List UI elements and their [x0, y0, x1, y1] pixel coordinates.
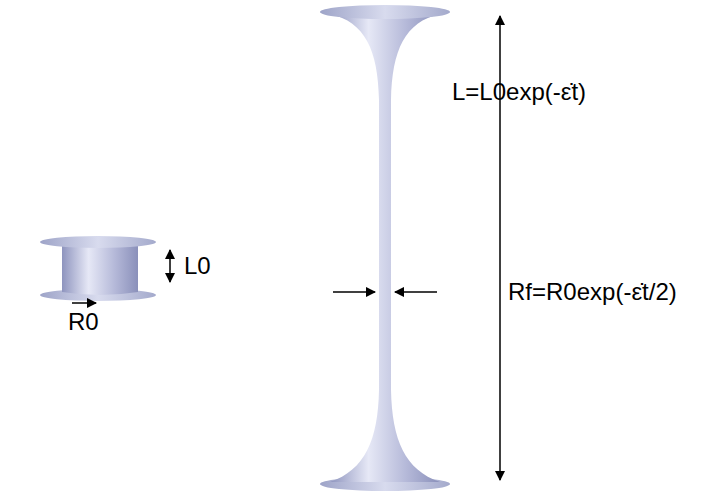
stretched-filament [320, 5, 450, 491]
radius-arrow [395, 291, 437, 293]
vector-arrow [72, 302, 96, 304]
initial-sample [40, 236, 156, 301]
top-plate [320, 5, 450, 19]
dimension-label: R0 [68, 309, 99, 335]
top-plate [40, 236, 156, 248]
dimension-label: L=L0exp(-ε̇t) [452, 79, 586, 105]
filament [330, 14, 440, 482]
cylinder [62, 244, 138, 295]
dimension-arrow [169, 250, 171, 282]
dimension-label: L0 [184, 253, 211, 279]
radius-arrow [333, 291, 375, 293]
dimension-label: Rf=R0exp(-ε̇t/2) [508, 279, 677, 305]
